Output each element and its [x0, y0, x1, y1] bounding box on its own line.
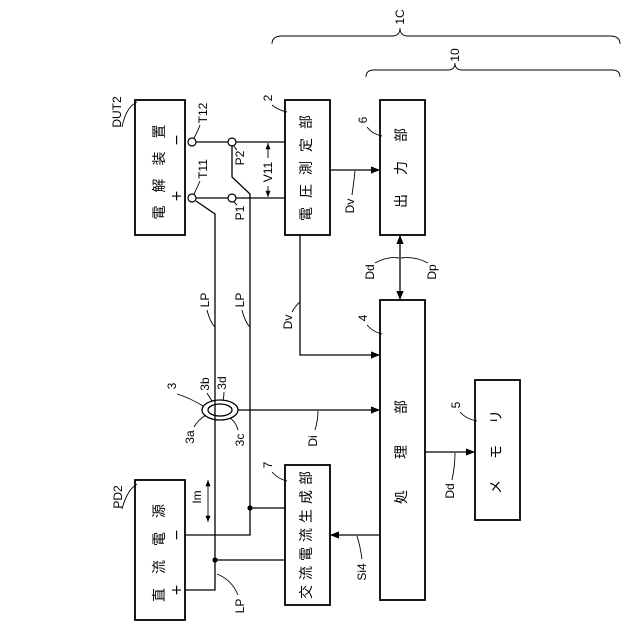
leader-lp-lower — [217, 574, 238, 595]
label-dd-memory: Dd — [443, 483, 457, 498]
ref-3: 3 — [165, 382, 179, 389]
leader-dd-memory — [452, 453, 455, 480]
label-dd-output: Dd — [363, 264, 377, 279]
leader-si4 — [357, 536, 362, 559]
leader-t11 — [194, 181, 200, 194]
ref-3b: 3b — [198, 377, 212, 391]
leader-3c — [230, 418, 238, 430]
leader-lp-upper-right — [242, 310, 250, 327]
ref-2: 2 — [261, 94, 275, 101]
probe-p2 — [228, 138, 236, 146]
label-lp-upper-left: LP — [198, 293, 212, 308]
ref-3d: 3d — [215, 376, 229, 389]
brace-10: 10 — [366, 48, 620, 77]
brace-10-label: 10 — [448, 48, 462, 62]
leader-dp — [401, 258, 428, 263]
terminal-t11 — [188, 194, 196, 202]
sensor-ring-inner — [208, 404, 232, 416]
junction-dot-positive — [212, 557, 217, 562]
label-v11: V11 — [261, 161, 275, 182]
memory-label: メモリ — [489, 389, 505, 494]
processing-unit-label: 処理部 — [394, 369, 410, 504]
output-unit-label: 出力部 — [394, 109, 410, 208]
supply-minus-sign: − — [169, 529, 185, 541]
ref-5: 5 — [449, 401, 463, 408]
junction-dot-negative — [247, 505, 252, 510]
terminal-t12 — [188, 138, 196, 146]
wire-lp-negative — [185, 146, 250, 535]
label-di: Di — [306, 435, 320, 446]
label-dv-processing: Dv — [281, 315, 295, 330]
ref-pd2: PD2 — [111, 485, 125, 509]
device-minus-sign: − — [169, 134, 185, 146]
arrow-voltage-to-processing — [300, 235, 380, 355]
ref-3a: 3a — [183, 430, 197, 444]
voltage-measurement-label: 電圧測定部 — [299, 106, 315, 221]
label-t11: T11 — [196, 159, 210, 179]
label-p2: P2 — [233, 150, 247, 165]
probe-p1 — [228, 194, 236, 202]
label-dv-output: Dv — [343, 199, 357, 214]
leader-p1 — [234, 202, 237, 205]
brace-1c: 1C — [272, 9, 620, 44]
leader-t12 — [194, 125, 200, 138]
leader-3a — [194, 415, 206, 427]
label-dp: Dp — [425, 264, 439, 280]
brace-1c-shape — [272, 28, 620, 44]
ref-4: 4 — [356, 314, 370, 321]
ref-7: 7 — [261, 461, 275, 468]
supply-plus-sign: + — [169, 584, 185, 596]
label-si4: Si4 — [355, 563, 369, 581]
label-lp-upper-right: LP — [233, 293, 247, 308]
ref-3c: 3c — [233, 434, 247, 447]
leader-dv-output — [352, 171, 355, 195]
electrolysis-device-label: 電解装置 — [152, 112, 168, 220]
leader-lp-upper-left — [207, 310, 215, 327]
label-lp-lower: LP — [233, 599, 247, 614]
leader-3b — [207, 393, 212, 401]
leader-dv-processing — [292, 302, 300, 312]
leader-p2 — [234, 146, 237, 150]
ac-current-generator-label: 交流電流生成部 — [298, 466, 315, 599]
signal-arrows — [208, 143, 475, 535]
wire-lp-positive — [185, 201, 215, 590]
brace-1c-label: 1C — [393, 9, 407, 25]
ref-dut2: DUT2 — [110, 96, 124, 128]
ref-6: 6 — [356, 116, 370, 123]
leader-di — [315, 411, 318, 430]
dc-power-supply-label: 直流電源 — [151, 490, 168, 602]
label-t12: T12 — [196, 102, 210, 123]
label-p1: P1 — [233, 205, 247, 220]
device-plus-sign: + — [169, 190, 185, 202]
label-im: Im — [190, 490, 204, 503]
leader-3 — [177, 394, 203, 406]
brace-10-shape — [366, 63, 620, 77]
leader-dd-output — [375, 258, 399, 263]
current-sensor — [202, 400, 238, 420]
